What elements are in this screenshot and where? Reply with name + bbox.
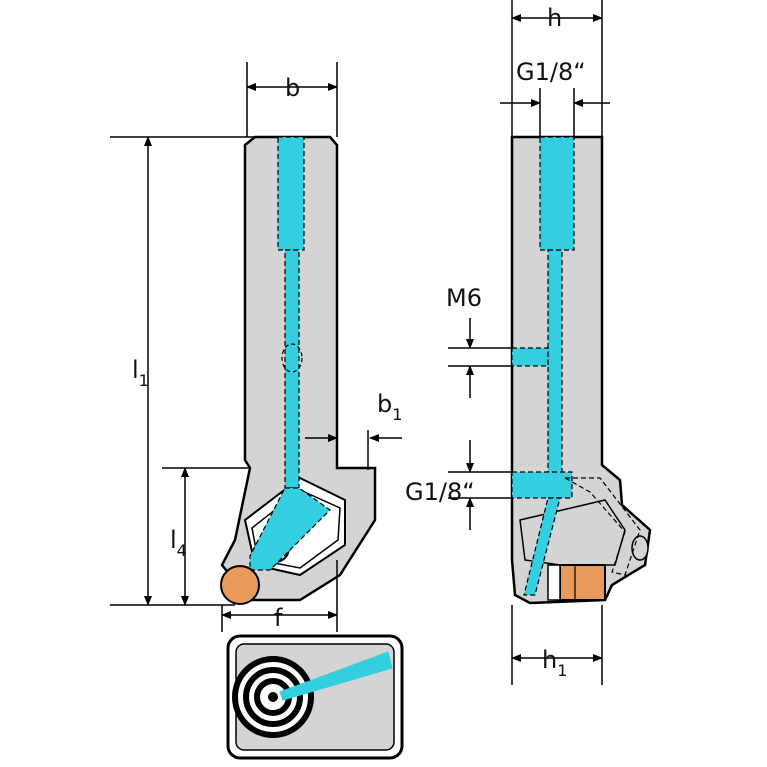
dim-h1-label: h1 <box>542 646 567 680</box>
dim-f-label: f <box>274 604 283 632</box>
dim-b1-label: b1 <box>377 390 402 424</box>
dim-b-label: b <box>285 74 300 102</box>
dim-lines-side <box>110 62 402 632</box>
dim-l4-label: l4 <box>170 526 187 560</box>
dim-l1-label: l1 <box>132 356 149 390</box>
front-insert <box>559 564 606 601</box>
thread-g-top-label: G1/8“ <box>516 58 586 86</box>
thread-m6-label: M6 <box>446 284 482 312</box>
dim-h-label: h <box>547 4 562 32</box>
dim-lines-front <box>448 0 610 685</box>
coolant-target-icon <box>226 634 404 760</box>
front-coolant-channel <box>511 136 641 596</box>
thread-g-side-label: G1/8“ <box>405 478 475 506</box>
side-insert <box>220 565 260 605</box>
front-shank <box>510 135 652 605</box>
side-coolant-channel <box>249 136 331 571</box>
front-view: h G1/8“ M6 G1/8“ h1 <box>405 0 652 685</box>
side-view: b l1 l4 f b1 <box>110 62 402 632</box>
